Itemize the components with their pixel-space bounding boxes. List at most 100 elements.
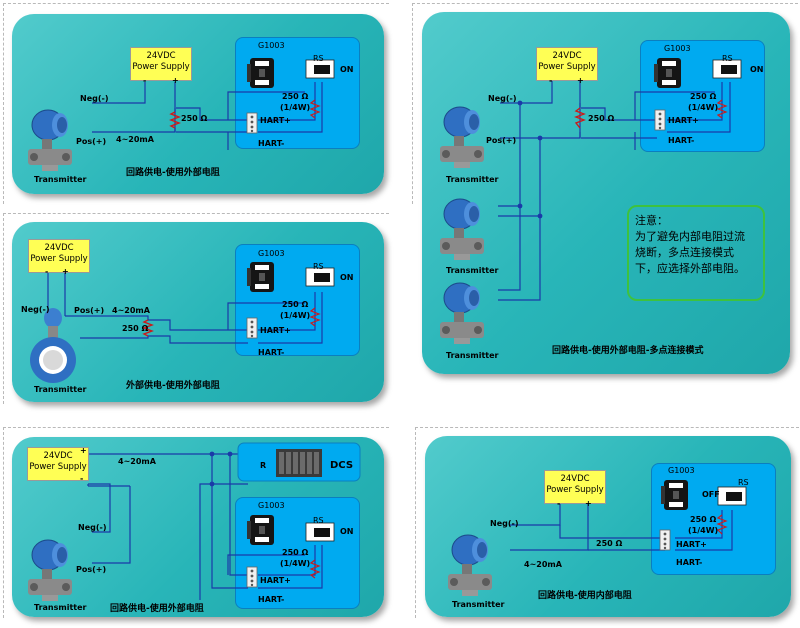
pos-label: Pos(+) xyxy=(74,306,105,315)
rs-power: (1/4W) xyxy=(280,559,311,568)
rs-value: 250 Ω xyxy=(282,548,309,557)
minus-mark: - xyxy=(45,267,49,276)
rs-label: RS xyxy=(313,262,324,271)
panel2-caption: 外部供电-使用外部电阻 xyxy=(126,381,220,391)
transmitter-label: Transmitter xyxy=(34,385,87,394)
hart-plus-label: HART+ xyxy=(668,116,699,125)
power-supply: 24VDC Power Supply xyxy=(536,47,598,81)
transmitter-icon xyxy=(439,282,485,345)
transmitter-icon xyxy=(447,534,493,597)
current-label: 4~20mA xyxy=(524,560,562,569)
plus-mark: + xyxy=(80,446,87,455)
dcs-icon xyxy=(276,449,322,477)
plus-mark: + xyxy=(172,76,179,85)
rs-resistor-symbol xyxy=(309,307,321,327)
on-label: ON xyxy=(340,273,354,282)
resistor-value: 250 Ω xyxy=(181,114,208,123)
dcs-label: DCS xyxy=(330,460,354,471)
resistor-250-symbol xyxy=(574,107,586,129)
current-label: 4~20mA xyxy=(116,135,154,144)
on-label: ON xyxy=(340,65,354,74)
minus-mark: - xyxy=(557,499,561,508)
transmitter-label: Transmitter xyxy=(446,351,499,360)
current-label: 4~20mA xyxy=(118,457,156,466)
note-title: 注意： xyxy=(635,214,668,227)
panel4-caption: 回路供电-使用外部电阻-多点连接模式 xyxy=(552,346,704,356)
panel5-caption: 回路供电-使用内部电阻 xyxy=(538,591,632,601)
plus-mark: + xyxy=(577,76,584,85)
g1003-label: G1003 xyxy=(258,249,285,258)
ps-voltage: 24VDC xyxy=(146,51,176,61)
pos-label: Pos(+) xyxy=(76,565,107,574)
panel3-caption: 回路供电-使用外部电阻 xyxy=(110,604,204,614)
transmitter-label: Transmitter xyxy=(446,266,499,275)
rs-label: RS xyxy=(313,54,324,63)
separator-bottom-left-v xyxy=(3,427,4,618)
power-supply: 24VDC Power Supply xyxy=(27,447,89,481)
note-line: 为了避免内部电阻过流 xyxy=(635,230,745,243)
on-label: ON xyxy=(340,527,354,536)
resistor-value: 250 Ω xyxy=(596,539,623,548)
separator-mid-left-v xyxy=(3,213,4,404)
ps-voltage: 24VDC xyxy=(43,451,73,461)
neg-label: Neg(-) xyxy=(78,523,107,532)
separator-bottom-right-v xyxy=(415,427,416,618)
g1003-label: G1003 xyxy=(664,44,691,53)
ps-name: Power Supply xyxy=(29,462,87,472)
flowmeter-icon xyxy=(30,308,76,383)
resistor-value: 250 Ω xyxy=(122,324,149,333)
panel2-wiring xyxy=(47,272,323,344)
rs-value: 250 Ω xyxy=(282,92,309,101)
panel1-wiring xyxy=(92,82,323,150)
g1003-label: G1003 xyxy=(258,501,285,510)
ps-name: Power Supply xyxy=(30,254,88,264)
plus-mark: + xyxy=(62,267,69,276)
rs-label: RS xyxy=(313,516,324,525)
transmitter-label: Transmitter xyxy=(452,600,505,609)
neg-label: Neg(-) xyxy=(488,94,517,103)
minus-mark: - xyxy=(143,76,147,85)
transmitter-label: Transmitter xyxy=(34,603,87,612)
ps-name: Power Supply xyxy=(132,62,190,72)
separator-top-right-v xyxy=(412,3,413,204)
power-supply: 24VDC Power Supply xyxy=(28,239,90,273)
rs-label: RS xyxy=(738,478,749,487)
minus-mark: - xyxy=(80,474,84,483)
rs-resistor-symbol xyxy=(309,559,321,579)
hart-plus-label: HART+ xyxy=(260,326,291,335)
power-supply: 24VDC Power Supply xyxy=(544,470,606,504)
warning-note: 注意： 为了避免内部电阻过流 烧断，多点连接模式 下，应选择外部电阻。 xyxy=(627,205,765,301)
transmitter-icon xyxy=(27,539,73,602)
transmitter-icon xyxy=(27,109,73,172)
transmitter-label: Transmitter xyxy=(446,175,499,184)
current-label: 4~20mA xyxy=(112,306,150,315)
hart-minus-label: HART- xyxy=(676,558,703,567)
r-label: R xyxy=(260,461,267,470)
rs-resistor-symbol xyxy=(716,99,728,119)
neg-label: Neg(-) xyxy=(21,305,50,314)
neg-label: Neg(-) xyxy=(490,519,519,528)
note-line: 烧断，多点连接模式 xyxy=(635,246,734,259)
panel4-wiring xyxy=(498,80,731,301)
rs-power: (1/4W) xyxy=(280,103,311,112)
plus-mark: + xyxy=(585,499,592,508)
separator-top-left-v xyxy=(3,3,4,204)
note-line: 下，应选择外部电阻。 xyxy=(635,262,745,275)
rs-power: (1/4W) xyxy=(688,103,719,112)
hart-minus-label: HART- xyxy=(258,348,285,357)
transmitter-icon xyxy=(439,198,485,261)
hart-plus-label: HART+ xyxy=(260,116,291,125)
ps-voltage: 24VDC xyxy=(560,474,590,484)
neg-label: Neg(-) xyxy=(80,94,109,103)
pos-label: Pos(+) xyxy=(486,136,517,145)
hart-minus-label: HART- xyxy=(258,139,285,148)
panel5-wiring xyxy=(510,502,733,551)
rs-resistor-symbol xyxy=(309,99,321,119)
rs-resistor-symbol xyxy=(716,514,728,535)
rs-power: (1/4W) xyxy=(280,311,311,320)
power-supply: 24VDC Power Supply xyxy=(130,47,192,81)
g1003-label: G1003 xyxy=(668,466,695,475)
panel1-caption: 回路供电-使用外部电阻 xyxy=(126,168,220,178)
resistor-250-symbol xyxy=(142,319,154,337)
